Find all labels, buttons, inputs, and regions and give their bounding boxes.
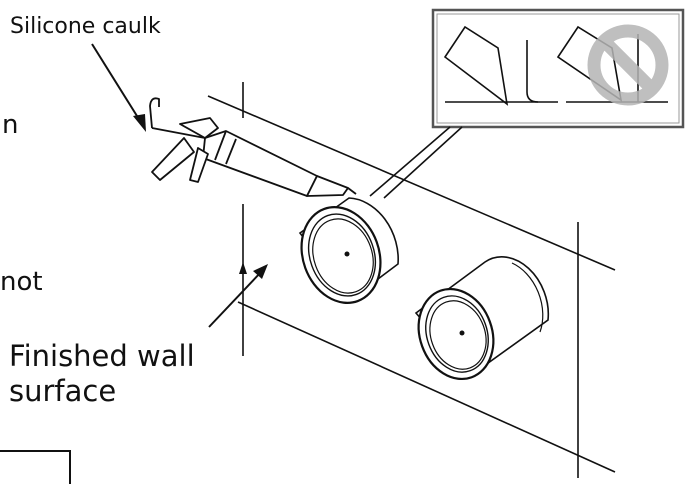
caulk-gun-icon xyxy=(149,97,357,197)
fitting-sleeve xyxy=(414,256,550,381)
wall-surface-label-line1: Finished wall xyxy=(9,339,195,373)
box-fragment xyxy=(0,450,71,484)
wall-surface-leader xyxy=(208,264,268,328)
inset-leader-lines xyxy=(369,126,463,199)
detail-inset xyxy=(431,8,685,129)
cut-text-1: n xyxy=(2,110,18,140)
fitting-with-caulk xyxy=(298,197,399,304)
wall-surface-label-line2: surface xyxy=(9,374,116,408)
correct-bead-example xyxy=(443,25,558,106)
cut-text-2: not xyxy=(0,267,43,297)
wall-plane xyxy=(207,82,616,478)
silicone-caulk-label: Silicone caulk xyxy=(10,14,161,39)
caulk-leader-arrow xyxy=(91,43,146,132)
prohibited-icon xyxy=(587,24,669,106)
